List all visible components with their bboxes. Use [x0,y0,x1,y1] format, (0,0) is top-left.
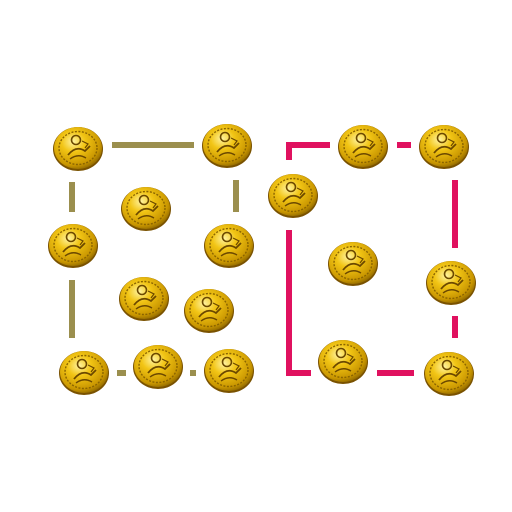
gold-coin-icon [120,186,172,232]
right-group-border [286,142,458,376]
gold-coin-icon [47,223,99,269]
gold-coin-icon [132,344,184,390]
right-group-coins [267,124,477,397]
gold-coin-icon [327,241,379,287]
gold-coin-icon [267,173,319,219]
gold-coin-icon [201,123,253,169]
left-group-coins [47,123,255,396]
gold-coin-icon [425,260,477,306]
gold-coin-icon [337,124,389,170]
left-group-border [69,142,239,376]
gold-coin-icon [203,223,255,269]
gold-coin-icon [418,124,470,170]
gold-coin-icon [118,276,170,322]
gold-coin-icon [423,351,475,397]
gold-coin-icon [203,348,255,394]
gold-coin-icon [58,350,110,396]
gold-coin-icon [52,126,104,172]
gold-coin-icon [317,339,369,385]
gold-coin-icon [183,288,235,334]
